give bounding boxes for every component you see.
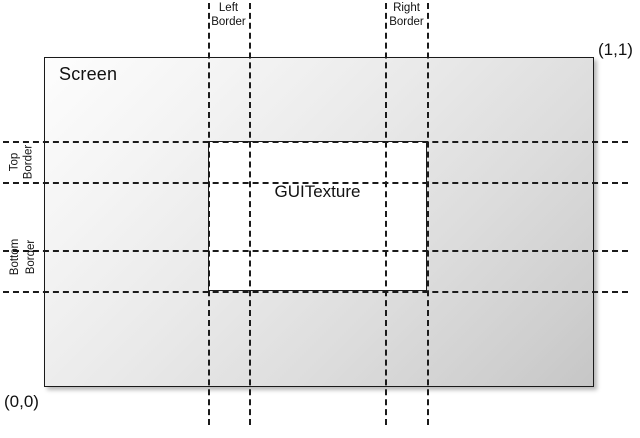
bottom-border-annotation-line1: Bottom bbox=[9, 238, 21, 276]
left-border-annotation-line1: Left bbox=[218, 2, 239, 14]
screen-max-coordinate-label: (1,1) bbox=[598, 40, 633, 59]
guitexture-rectangle bbox=[208, 141, 427, 291]
bottom-border-annotation-second: Border bbox=[24, 226, 38, 288]
right-border-annotation-line2: Border bbox=[389, 16, 424, 28]
guide-hline-bottom-border-inner bbox=[3, 250, 628, 252]
guide-hline-bottom-border-outer bbox=[3, 291, 628, 293]
top-border-annotation: Top bbox=[8, 135, 22, 190]
guide-hline-top-border-outer bbox=[3, 141, 628, 143]
guide-vline-right-border-outer bbox=[427, 3, 429, 425]
guide-vline-right-border-inner bbox=[385, 3, 387, 425]
screen-origin-coordinate-label: (0,0) bbox=[4, 392, 39, 411]
right-border-annotation: Right Border bbox=[371, 1, 442, 29]
screen-label: Screen bbox=[59, 64, 118, 84]
guide-hline-top-border-inner bbox=[3, 182, 628, 184]
guide-vline-left-border-outer bbox=[208, 3, 210, 425]
top-border-annotation-line2: Border bbox=[22, 144, 35, 180]
guide-vline-left-border-inner bbox=[249, 3, 251, 425]
bottom-border-annotation: Bottom bbox=[8, 226, 22, 288]
top-border-annotation-second: Border bbox=[22, 135, 36, 190]
left-border-annotation-line2: Border bbox=[211, 16, 246, 28]
left-border-annotation: Left Border bbox=[193, 1, 264, 29]
top-border-annotation-line1: Top bbox=[8, 152, 21, 172]
right-border-annotation-line1: Right bbox=[393, 2, 420, 14]
bottom-border-annotation-line2: Border bbox=[25, 239, 37, 275]
